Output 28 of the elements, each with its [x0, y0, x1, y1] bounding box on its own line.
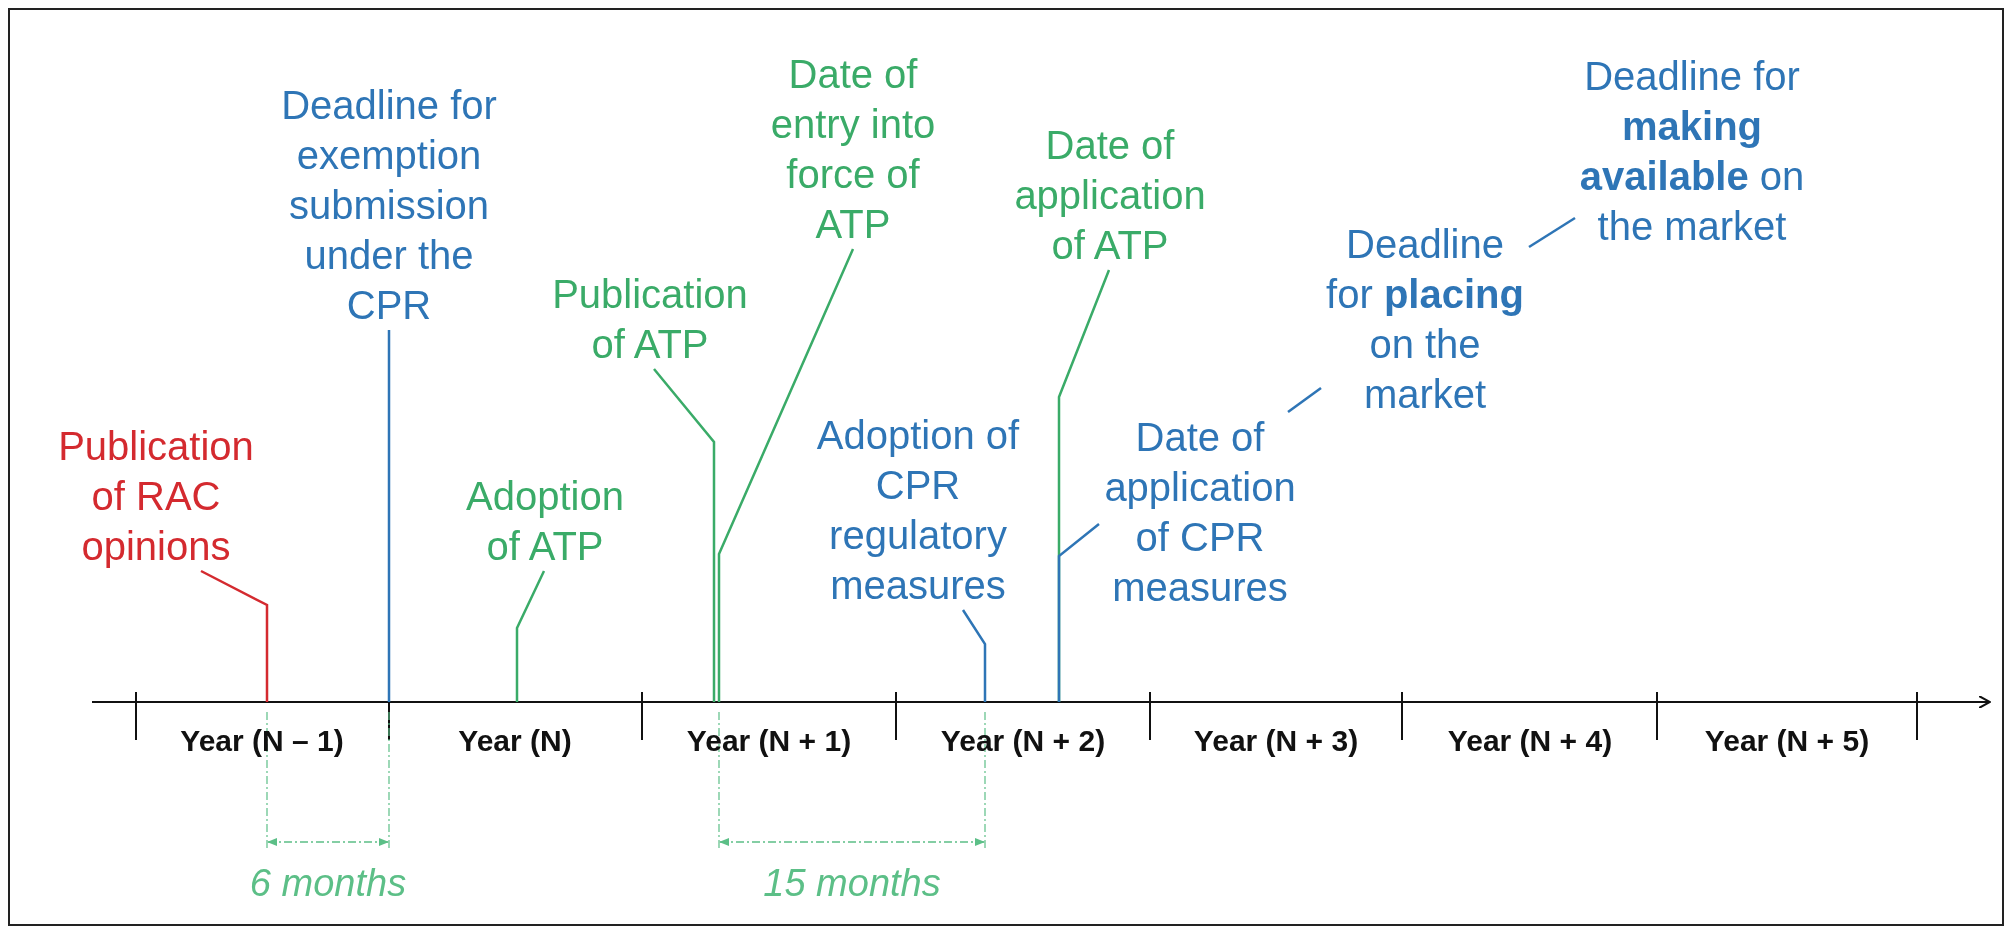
year-label: Year (N + 1)	[686, 722, 852, 759]
year-label: Year (N + 3)	[1193, 722, 1359, 759]
event-label: Publication of ATP	[551, 271, 749, 368]
event-label: Deadline for exemption submission under the CPR	[280, 82, 498, 329]
event-label: Publication of RAC opinions	[57, 423, 255, 570]
leader-line	[1287, 387, 1322, 413]
year-label: Year (N + 2)	[940, 722, 1106, 759]
event-label: Adoption of ATP	[465, 473, 625, 570]
event-label: Date of application of ATP	[1013, 122, 1207, 269]
year-label: Year (N)	[458, 722, 572, 759]
leader-line	[653, 368, 716, 702]
year-label: Year (N + 5)	[1704, 722, 1870, 759]
duration-label: 15 months	[763, 860, 941, 906]
event-label: Deadline for making available on the market	[1578, 53, 1806, 250]
leader-line	[387, 330, 391, 702]
leader-line	[515, 570, 546, 702]
duration-label: 6 months	[249, 860, 407, 906]
leader-line	[1528, 216, 1576, 249]
event-label: Date of application of CPR measures	[1103, 414, 1297, 611]
leader-line	[717, 248, 855, 702]
leader-line	[961, 609, 987, 702]
leader-line	[1057, 523, 1100, 702]
year-label: Year (N – 1)	[180, 722, 344, 759]
year-label: Year (N + 4)	[1447, 722, 1613, 759]
event-label: Adoption of CPR regulatory measures	[815, 412, 1021, 609]
leader-line	[200, 569, 269, 702]
event-label: Deadline for placing on the market	[1325, 221, 1525, 418]
event-label: Date of entry into force of ATP	[769, 51, 937, 248]
